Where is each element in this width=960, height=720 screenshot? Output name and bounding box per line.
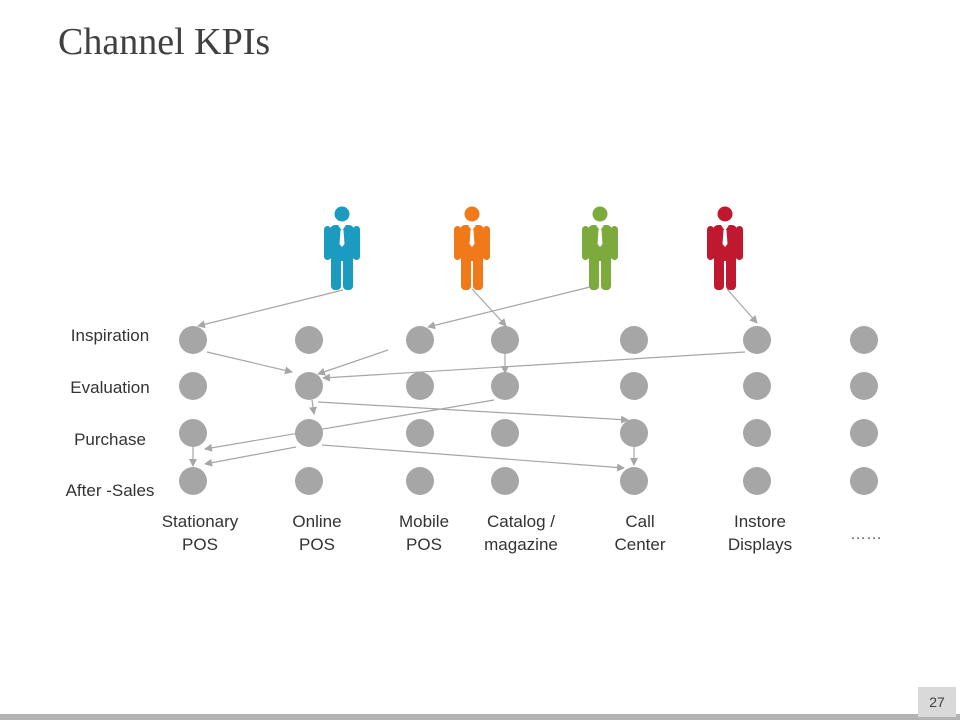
touchpoint-node (491, 372, 519, 400)
flow-arrow (321, 444, 625, 472)
touchpoint-node (406, 372, 434, 400)
touchpoint-node (743, 467, 771, 495)
touchpoint-node (743, 326, 771, 354)
touchpoint-node (295, 326, 323, 354)
flow-arrow (206, 351, 293, 375)
stage-label-inspiration: Inspiration (70, 326, 150, 345)
channel-label-online-pos: Online POS (292, 512, 342, 554)
flow-arrow (204, 446, 297, 467)
touchpoint-node (295, 419, 323, 447)
touchpoint-node (406, 419, 434, 447)
touchpoint-node (743, 419, 771, 447)
touchpoint-node (620, 372, 648, 400)
touchpoint-node (620, 326, 648, 354)
stage-label-evaluation: Evaluation (70, 378, 150, 397)
touchpoint-node (295, 467, 323, 495)
touchpoint-node (491, 467, 519, 495)
stage-label-after-sales: After -Sales (65, 481, 155, 500)
touchpoint-node (491, 419, 519, 447)
touchpoint-node (406, 326, 434, 354)
flow-arrow (427, 286, 591, 330)
person-green-icon (582, 206, 618, 290)
touchpoint-node (406, 467, 434, 495)
flow-arrow (726, 288, 758, 324)
touchpoint-node (179, 372, 207, 400)
page-number: 27 (918, 687, 956, 717)
touchpoint-node (295, 372, 323, 400)
person-orange-icon (454, 206, 490, 290)
channel-label-catalog: Catalog / magazine (484, 512, 558, 554)
flow-arrow (322, 351, 746, 382)
flow-arrow (204, 399, 495, 452)
touchpoint-node (850, 326, 878, 354)
channel-label-stationary-pos: Stationary POS (161, 512, 239, 554)
touchpoint-node (491, 326, 519, 354)
flow-arrow (471, 288, 507, 327)
touchpoint-node (620, 467, 648, 495)
person-red-icon (707, 206, 743, 290)
footer-bar (0, 714, 960, 720)
touchpoint-node (179, 419, 207, 447)
touchpoint-node (850, 467, 878, 495)
touchpoint-node (179, 326, 207, 354)
touchpoint-node (179, 467, 207, 495)
flow-arrow (317, 401, 629, 424)
flow-arrow (309, 399, 317, 415)
page-title: Channel KPIs (58, 21, 271, 63)
channel-label-instore-displays: Instore Displays (727, 512, 793, 554)
touchpoint-node (743, 372, 771, 400)
channel-label-more: …… (850, 526, 882, 543)
touchpoint-node (620, 419, 648, 447)
flow-arrow (197, 289, 344, 329)
touchpoint-node (850, 419, 878, 447)
flow-arrow (317, 349, 389, 376)
channel-label-mobile-pos: Mobile POS (398, 512, 450, 554)
touchpoint-node (850, 372, 878, 400)
person-teal-icon (324, 206, 360, 290)
channel-label-call-center: Call Center (614, 512, 666, 554)
stage-label-purchase: Purchase (74, 430, 146, 449)
